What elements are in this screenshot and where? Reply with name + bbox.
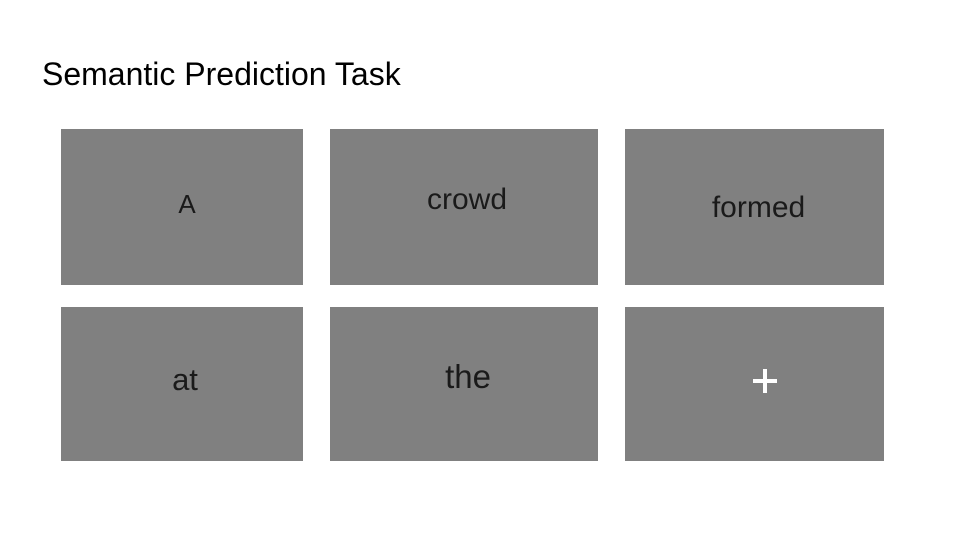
stimulus-panel-6 [625,307,884,461]
stimulus-word: at [172,361,198,397]
stimulus-word: formed [711,191,806,224]
stimulus-word: A [178,189,196,219]
fixation-cross-icon [752,369,777,393]
stimulus-word: crowd [426,183,508,216]
stimulus-panel-3: formed [625,129,884,285]
stimulus-panel-4: at [61,307,303,461]
stimulus-panel-2: crowd [330,129,598,285]
slide-title: Semantic Prediction Task [42,56,401,92]
stimulus-word: the [445,357,491,395]
stimulus-panel-1: A [61,129,303,285]
stimulus-panel-5: the [330,307,598,461]
